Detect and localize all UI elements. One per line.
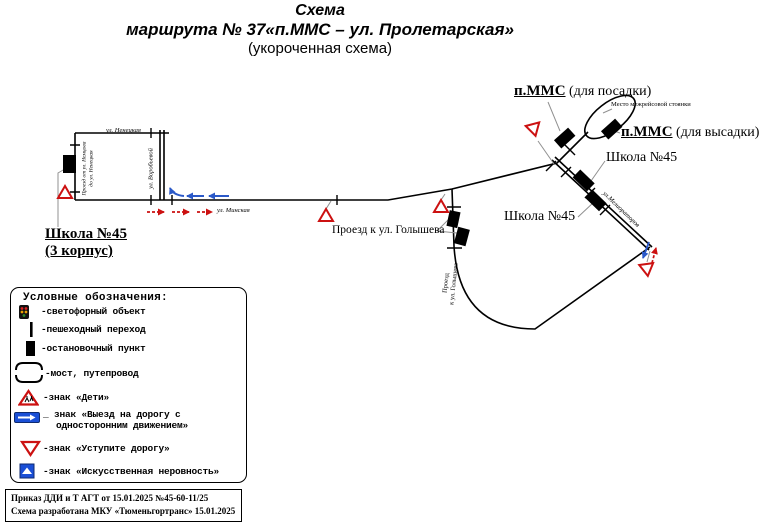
- give-way-sign-icon: [637, 261, 655, 278]
- label-school45-building3: Школа №45 (3 корпус): [45, 226, 127, 260]
- proezd-nemtsova-line2: до ул. Ненецкая: [88, 150, 94, 187]
- footer-line2: Схема разработана МКУ «Тюменьгортранс» 1…: [11, 506, 236, 516]
- road-golysheva-access: [451, 188, 651, 330]
- label-street-minskaya: ул. Минская: [217, 207, 250, 214]
- crossing-tick-icon: [70, 144, 80, 193]
- direction-arrows-blue: [169, 187, 650, 259]
- legend-label: _ знак «Выезд на дорогу с односторонним …: [43, 409, 188, 431]
- children-sign-icon: [317, 207, 335, 222]
- legend-item-traffic-light: -светофорный объект: [11, 304, 246, 324]
- crossing-tick-icon: [545, 160, 557, 172]
- children-signs: [56, 184, 450, 222]
- crossing-tick-icon: [564, 144, 576, 156]
- pedestrian-crossing-icon: [29, 322, 34, 343]
- mms-boarding-name: п.ММС: [514, 83, 566, 99]
- title-line2: маршрута № 37«п.ММС – ул. Пролетарская»: [126, 20, 514, 39]
- bus-stops: [63, 118, 623, 247]
- crossing-tick-icon: [447, 206, 462, 249]
- legend-label: -знак «Дети»: [43, 392, 110, 403]
- direction-arrows-red: [147, 208, 658, 264]
- legend-item-pedestrian-crossing: -пешеходный переход: [11, 322, 246, 342]
- children-sign-icon: [432, 198, 450, 213]
- label-school45-right: Школа №45: [606, 150, 678, 165]
- bus-stop-icon: [25, 341, 36, 362]
- road-vorobyevoy: [159, 130, 165, 200]
- legend-label-line2: односторонним движением»: [56, 420, 189, 431]
- label-interrun-parking: Место межрейсовой стоянки: [611, 101, 691, 108]
- red-arrow-icon: [651, 247, 658, 264]
- label-street-vorobyevoy: ул. Воробьевой: [147, 148, 155, 189]
- roads: [74, 94, 653, 330]
- crossing-ticks: [70, 128, 611, 249]
- legend-label: -знак «Искусственная неровность»: [43, 466, 220, 477]
- label-mms-alighting: п.ММС (для высадки): [621, 124, 759, 141]
- legend-title: Условные обозначения:: [23, 292, 168, 304]
- give-way-sign-icon: [19, 440, 42, 462]
- give-way-sign-icon: [523, 120, 541, 138]
- bridge-icon: [14, 360, 46, 391]
- bus-stop-icon-school45-3: [63, 155, 76, 173]
- bus-stop-icon-golysheva-2: [453, 226, 470, 247]
- give-way-signs: [523, 120, 655, 278]
- legend-label: -остановочный пункт: [41, 343, 146, 354]
- footer-line1: Приказ ДДИ и Т АГТ от 15.01.2025 №45-60-…: [11, 493, 209, 503]
- label-mms-boarding: п.ММС (для посадки): [514, 83, 651, 100]
- school45-b3-line1: Школа №45: [45, 226, 127, 242]
- legend-item-children-sign: -знак «Дети»: [11, 389, 246, 409]
- legend-label: -знак «Уступите дорогу»: [43, 443, 170, 454]
- label-street-nenetskaya: ул. Ненецкая: [106, 127, 141, 134]
- blue-arrow-icon: [641, 241, 650, 259]
- mms-boarding-note: (для посадки): [565, 84, 652, 99]
- bus-stop-icon-mms-boarding: [553, 127, 576, 149]
- title-line1: Схема: [295, 2, 345, 19]
- children-sign-icon: [17, 389, 40, 412]
- legend-item-speed-bump-sign: -знак «Искусственная неровность»: [11, 463, 246, 483]
- legend-item-one-way-sign: _ знак «Выезд на дорогу с односторонним …: [11, 409, 246, 439]
- legend-item-bus-stop: -остановочный пункт: [11, 341, 246, 361]
- bus-stop-icon-mms-alighting: [600, 118, 623, 140]
- legend-label: -пешеходный переход: [41, 324, 146, 335]
- blue-arrow-icon: [169, 187, 185, 197]
- legend-label-line1: _ знак «Выезд на дорогу с: [43, 409, 181, 420]
- label-proezd-nemtsova: Проезд от ул. Немцова до ул. Ненецкая: [82, 129, 95, 209]
- label-golysheva-access: Проезд к ул. Голышева: [332, 224, 445, 236]
- mms-alighting-note: (для высадки): [672, 125, 760, 140]
- page-title: Схема маршрута № 37«п.ММС – ул. Пролетар…: [0, 1, 640, 58]
- traffic-light-icon: [17, 304, 31, 325]
- bus-stop-icon-golysheva-1: [446, 210, 461, 229]
- mms-alighting-name: п.ММС: [621, 124, 673, 140]
- footer-box: Приказ ДДИ и Т АГТ от 15.01.2025 №45-60-…: [5, 489, 242, 522]
- speed-bump-sign-icon: [19, 463, 35, 484]
- legend-label: -светофорный объект: [41, 306, 146, 317]
- children-sign-icon: [56, 184, 74, 199]
- bus-stop-icon-school45-left: [584, 189, 607, 212]
- bus-stop-icon-school45-right: [572, 169, 595, 192]
- legend-item-bridge: -мост, путепровод: [11, 360, 246, 388]
- legend-label: -мост, путепровод: [45, 368, 139, 379]
- title-line3: (укороченная схема): [247, 40, 393, 57]
- one-way-sign-icon: [14, 411, 41, 429]
- label-school45-left: Школа №45: [504, 209, 576, 224]
- crossing-tick-icon: [150, 195, 173, 205]
- legend-item-give-way-sign: -знак «Уступите дорогу»: [11, 440, 246, 460]
- legend-box: Условные обозначения: -светофорный объек…: [10, 287, 247, 483]
- school45-b3-line2: (3 корпус): [45, 243, 113, 259]
